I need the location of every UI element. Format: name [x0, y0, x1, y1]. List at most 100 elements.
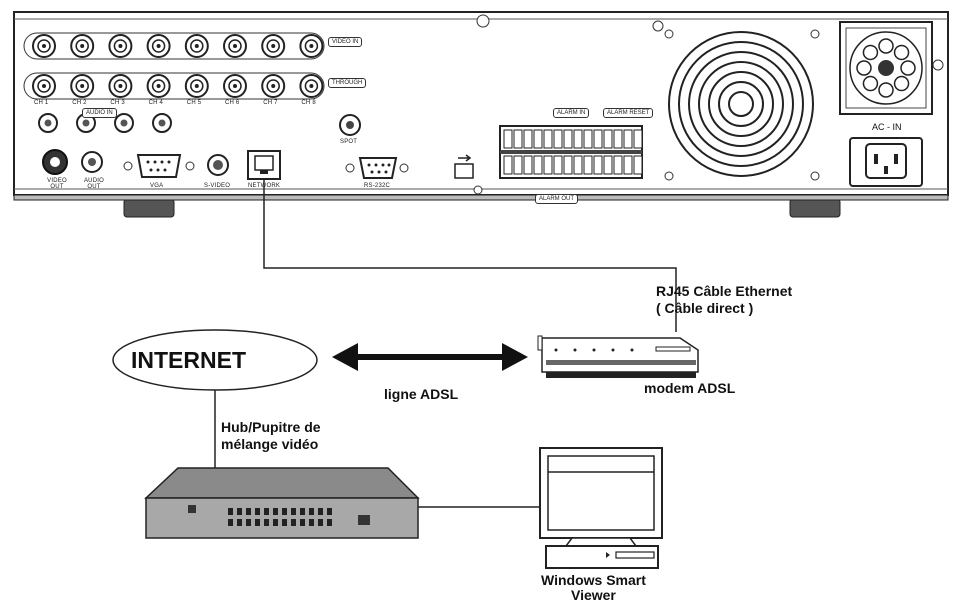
- channel-label: CH 5: [186, 100, 202, 106]
- hub-label-line2: mélange vidéo: [221, 436, 319, 452]
- terminal-screw: [593, 155, 603, 175]
- video-in-bnc: [146, 34, 171, 58]
- terminal-screw: [563, 155, 573, 175]
- terminal-screw: [553, 129, 563, 149]
- hub-port: [318, 519, 323, 526]
- psu-vent-hole: [893, 44, 910, 61]
- terminal-screw: [633, 155, 643, 175]
- alarm-reset-label: ALARM RESET: [603, 108, 654, 118]
- terminal-screw: [563, 129, 573, 149]
- loop-through-bnc: [70, 74, 95, 98]
- psu-vent-hole: [900, 60, 916, 76]
- hub-port: [300, 519, 305, 526]
- video-out-label: VIDEO OUT: [47, 178, 67, 190]
- video-in-bnc: [32, 34, 56, 58]
- psu-vent-hole: [878, 38, 894, 54]
- vga-connector: [123, 154, 195, 178]
- psu-vent-hole: [878, 82, 894, 98]
- hub-port: [282, 508, 287, 515]
- terminal-screw: [513, 129, 523, 149]
- audio-out-label: AUDIO OUT: [83, 178, 104, 190]
- hub-port: [246, 508, 251, 515]
- hub-port: [291, 508, 296, 515]
- adsl-double-arrow: [332, 343, 528, 371]
- terminal-screw: [533, 155, 543, 175]
- fan-grill-ring: [678, 41, 804, 167]
- video-in-bnc: [299, 34, 324, 58]
- hub-port: [327, 519, 332, 526]
- terminal-screw: [513, 155, 523, 175]
- hub-port: [255, 508, 260, 515]
- loop-through-bnc: [184, 74, 209, 98]
- video-in-bnc: [108, 34, 133, 58]
- loop-through-bnc: [32, 74, 56, 98]
- video-in-bnc: [70, 34, 95, 58]
- terminal-screw: [503, 129, 513, 149]
- cooling-fan: [664, 29, 820, 181]
- channel-label: CH 2: [72, 100, 87, 106]
- fan-grill-ring: [708, 71, 774, 137]
- audio-in-label: AUDIO IN: [82, 108, 117, 118]
- internet-label: INTERNET: [131, 347, 246, 373]
- terminal-screw: [623, 129, 633, 149]
- svideo-label: S-VIDEO: [204, 183, 231, 189]
- hub-port: [246, 519, 251, 526]
- usb-port: [454, 154, 474, 179]
- fan-grill-ring: [698, 61, 784, 147]
- ac-power-inlet: [849, 137, 923, 187]
- dvr-foot-right: [789, 198, 841, 218]
- video-in-bnc: [184, 34, 209, 58]
- cable-type-label: ( Câble direct ): [656, 300, 754, 316]
- terminal-screw: [593, 129, 603, 149]
- fan-grill-ring: [718, 81, 764, 127]
- channel-label: CH 8: [301, 100, 316, 106]
- network-label: NETWORK: [248, 183, 281, 189]
- terminal-screw: [583, 155, 593, 175]
- cable-label: RJ45 Câble Ethernet: [656, 283, 793, 299]
- adsl-modem: [537, 335, 699, 378]
- psu-vent-hole: [893, 75, 910, 92]
- hub-port: [309, 519, 314, 526]
- loop-through-label: THROUGH: [328, 78, 367, 88]
- psu-vent-hole: [862, 44, 879, 61]
- psu-vent: [839, 21, 933, 115]
- terminal-screw: [543, 155, 553, 175]
- hub-port: [255, 519, 260, 526]
- rs232-connector: [345, 157, 409, 179]
- hub-port: [228, 519, 233, 526]
- terminal-screw: [523, 129, 533, 149]
- network-hub: [144, 467, 420, 539]
- hub-port: [327, 508, 332, 515]
- viewer-label-line2: Viewer: [571, 587, 616, 603]
- channel-label: CH 6: [225, 100, 240, 106]
- hub-port: [237, 508, 242, 515]
- terminal-screw: [613, 129, 623, 149]
- rs232-label: RS-232C: [364, 183, 391, 189]
- network-port: [247, 150, 281, 180]
- terminal-screw: [533, 129, 543, 149]
- hub-port: [264, 519, 269, 526]
- hub-port: [264, 508, 269, 515]
- video-in-label: VIDEO IN: [328, 37, 363, 47]
- hub-port: [273, 519, 278, 526]
- loop-through-bnc: [223, 74, 247, 98]
- terminal-screw: [613, 155, 623, 175]
- loop-through-bnc: [299, 74, 324, 98]
- channel-label: CH 1: [34, 100, 49, 106]
- hub-port: [309, 508, 314, 515]
- rj45-ethernet-cable: [263, 179, 677, 332]
- vga-label: VGA: [150, 183, 164, 189]
- audio-in-connector: [114, 113, 134, 133]
- alarm-in-label: ALARM IN: [553, 108, 590, 118]
- terminal-screw: [603, 129, 613, 149]
- viewer-pc: [539, 447, 663, 569]
- channel-label: CH 3: [110, 100, 125, 106]
- alarm-terminal-block: [499, 125, 643, 179]
- modem-label: modem ADSL: [644, 380, 736, 396]
- terminal-screw: [573, 155, 583, 175]
- ac-in-label: AC - IN: [872, 122, 902, 132]
- hub-port: [300, 508, 305, 515]
- hub-port: [282, 519, 287, 526]
